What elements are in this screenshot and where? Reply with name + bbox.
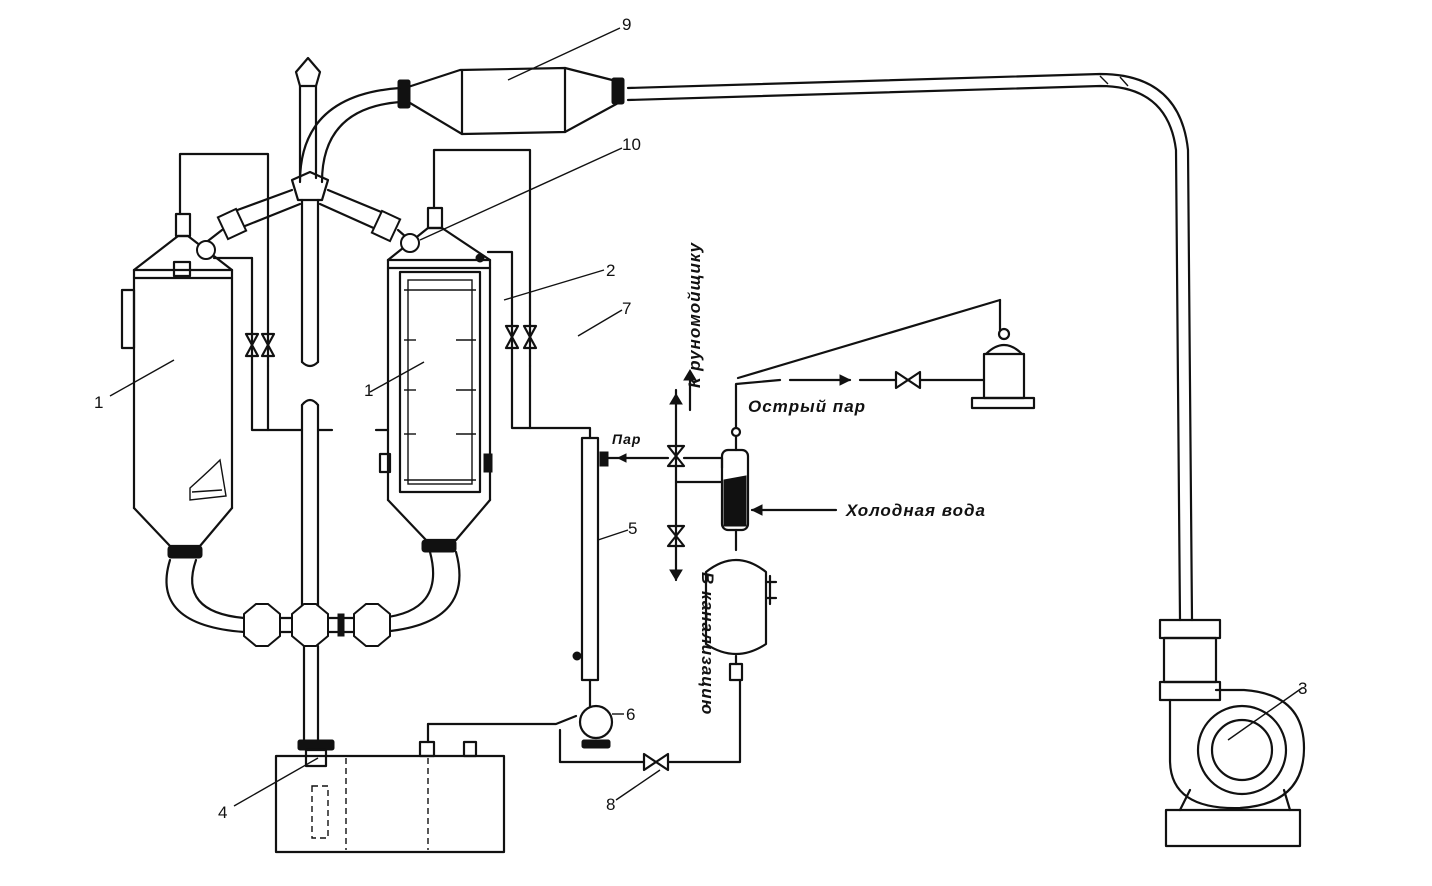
frame-right: [432, 148, 532, 368]
fan: [1158, 618, 1306, 848]
cold-water-label: Холодная вода: [845, 501, 986, 520]
water-separator: [704, 559, 778, 682]
duct-curve-outer: [298, 86, 402, 184]
steam-line-right: [486, 250, 592, 440]
to-grinder-label: К руномойщику: [685, 241, 704, 388]
pump: [426, 678, 646, 764]
extractor-right: [378, 206, 493, 553]
annotations: Пар Острый пар Холодная вода К руномойщи…: [612, 241, 986, 715]
valves-right: [504, 324, 538, 350]
number-labels: 1 1 2 3 4 5 6 7 8 9 10: [94, 15, 1307, 822]
duct-curve-inner: [320, 100, 402, 184]
steam-label: Пар: [612, 431, 641, 447]
label-2: 2: [606, 261, 615, 280]
arrow-up-head: [683, 369, 697, 381]
live-steam-label: Острый пар: [748, 397, 866, 416]
label-9: 9: [622, 15, 631, 34]
valve-8: [642, 678, 742, 772]
leader-lines: [109, 27, 1303, 807]
label-8: 8: [606, 795, 615, 814]
air-duct: [626, 72, 1194, 622]
cyclone-separator: [397, 66, 625, 136]
exhaust-stack: [294, 56, 322, 180]
live-steam-line: [734, 298, 1002, 430]
condensate-valves: [616, 388, 724, 582]
label-7: 7: [622, 299, 631, 318]
to-sewer-label: В канализацию: [698, 572, 717, 715]
extractor-left: [120, 212, 254, 559]
distillation-column: [572, 436, 670, 682]
label-5: 5: [628, 519, 637, 538]
label-1-left: 1: [94, 393, 103, 412]
y-collector: [202, 170, 416, 246]
label-1-right: 1: [364, 381, 373, 400]
steam-generator: [970, 327, 1036, 410]
label-3: 3: [1298, 679, 1307, 698]
label-10: 10: [622, 135, 641, 154]
steam-line-left: [250, 256, 304, 432]
label-4: 4: [218, 803, 227, 822]
valves-left: [244, 332, 276, 358]
label-6: 6: [626, 705, 635, 724]
condenser: [720, 426, 838, 552]
solvent-tank: [274, 722, 506, 854]
central-pipe: [300, 198, 320, 614]
bottom-manifold: [165, 550, 461, 742]
frame-left: [178, 152, 270, 368]
